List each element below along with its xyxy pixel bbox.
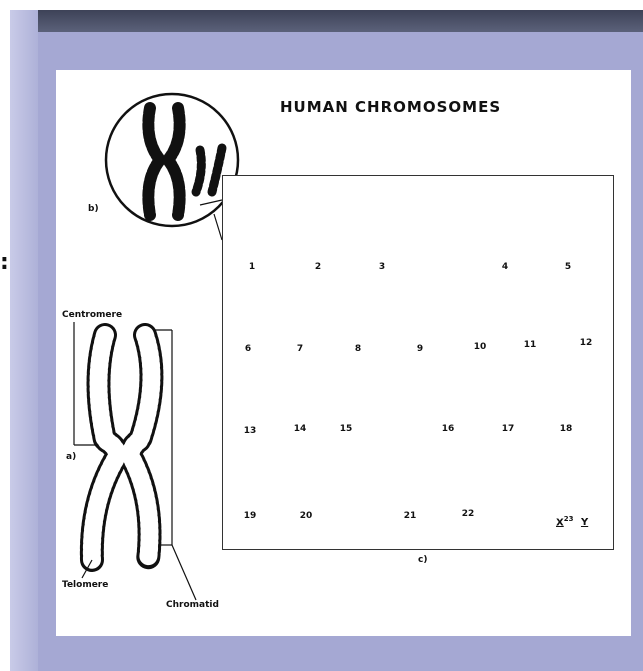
x-label: X [556, 517, 564, 528]
chromosome-number-21: 21 [395, 511, 425, 521]
magnified-chromosome-circle [106, 94, 238, 240]
chromosome-number-11: 11 [515, 340, 545, 350]
panel-c-label: c) [418, 555, 427, 565]
panel-a-label: a) [66, 452, 76, 462]
chromosome-number-5: 5 [553, 262, 583, 272]
chromosome-number-14: 14 [285, 424, 315, 434]
chromosome-number-19: 19 [235, 511, 265, 521]
telomere-label: Telomere [62, 580, 108, 590]
chromosome-number-1: 1 [237, 262, 267, 272]
chromosome-number-18: 18 [551, 424, 581, 434]
chromosome-number-4: 4 [490, 262, 520, 272]
chromosome-number-6: 6 [233, 344, 263, 354]
karyotype-box [222, 175, 614, 550]
centromere-label: Centromere [62, 310, 122, 320]
chromosome-number-10: 10 [465, 342, 495, 352]
panel-b-label: b) [88, 204, 99, 214]
chromosome-number-2: 2 [303, 262, 333, 272]
chromosome-number-8: 8 [343, 344, 373, 354]
chromosome-number-13: 13 [235, 426, 265, 436]
chromosome-number-20: 20 [291, 511, 321, 521]
chromosome-number-12: 12 [571, 338, 601, 348]
sex-chromosome-label: X23 Y [556, 515, 588, 528]
chromosome-number-9: 9 [405, 344, 435, 354]
large-chromosome [74, 322, 196, 600]
y-label: Y [581, 517, 588, 528]
chromosome-number-7: 7 [285, 344, 315, 354]
pair-23-number: 23 [564, 515, 574, 523]
chromosome-number-22: 22 [453, 509, 483, 519]
chromatid-label: Chromatid [166, 600, 219, 610]
chromosome-number-3: 3 [367, 262, 397, 272]
chromosome-number-17: 17 [493, 424, 523, 434]
chromosome-number-15: 15 [331, 424, 361, 434]
chromosome-number-16: 16 [433, 424, 463, 434]
